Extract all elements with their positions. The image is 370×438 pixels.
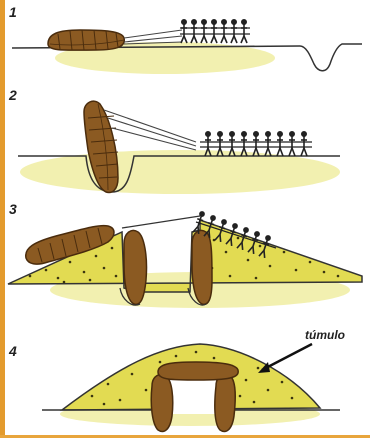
step-4-capstone: [158, 362, 238, 380]
step-1-label: 1: [9, 4, 17, 20]
step-3-standing-stone-left: [124, 231, 147, 305]
step-4-scene: [42, 344, 340, 431]
step-3-standing-stone-right: [192, 231, 212, 305]
step-4-label: 4: [9, 343, 17, 359]
step-1-ropes: [124, 30, 182, 44]
step-4-orthostat-left: [151, 374, 173, 431]
step-1-scene: [12, 20, 362, 74]
step-3-scene: [8, 211, 362, 308]
step-3-label: 3: [9, 201, 17, 217]
tumulo-label: túmulo: [305, 328, 345, 342]
step-1-pullers: [180, 20, 250, 43]
step-1-stone: [48, 30, 124, 50]
step-2-label: 2: [9, 87, 17, 103]
step-3-ramp-top-line: [122, 216, 200, 228]
step-4-arrow-line: [262, 344, 312, 370]
step-2-scene: [18, 101, 340, 194]
step-4-orthostat-right: [215, 374, 235, 431]
step-2-ropes: [104, 110, 196, 150]
